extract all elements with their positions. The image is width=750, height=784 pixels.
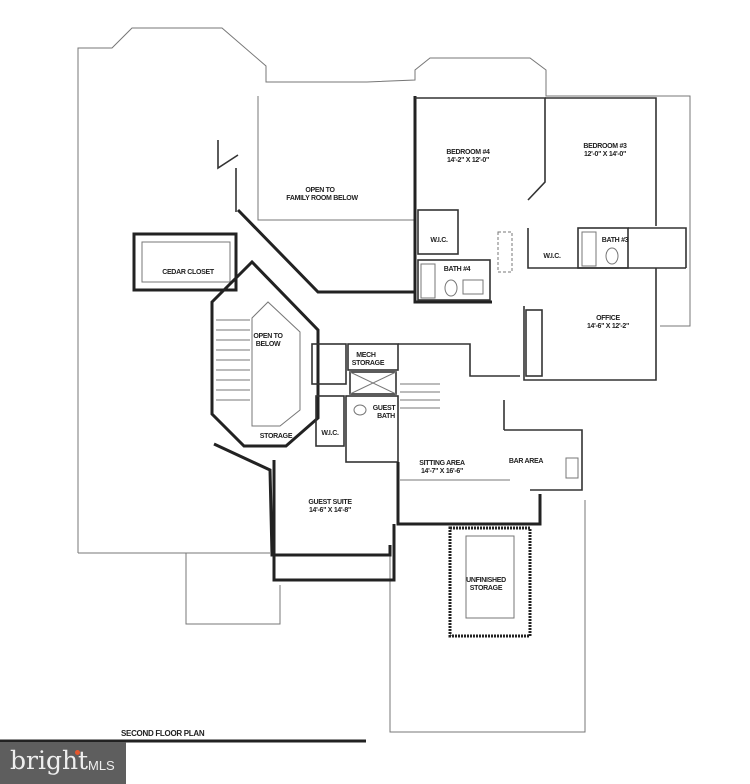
plan-title: SECOND FLOOR PLAN: [121, 729, 205, 738]
bath3-label: BATH #3: [602, 237, 629, 244]
unfinished-storage: [448, 526, 532, 638]
watermark-accent-dot: [75, 750, 80, 755]
guest-suite-name: GUEST SUITE: [308, 499, 352, 506]
wic-bedroom4-label: W.I.C.: [430, 237, 448, 244]
guest-suite-size: 14'-6" X 14'-8": [309, 507, 351, 514]
cedar-closet-label: CEDAR CLOSET: [162, 269, 215, 276]
office: [523, 268, 657, 381]
open-family-label: OPEN TO: [305, 187, 335, 194]
bath4-label: BATH #4: [444, 266, 471, 273]
sitting-area: [396, 400, 583, 526]
open-below-label: OPEN TO: [253, 333, 283, 340]
storage-label: STORAGE: [260, 433, 293, 440]
guest-bath-label: GUEST: [373, 405, 397, 412]
staircase: [210, 259, 392, 557]
office-size: 14'-6" X 12'-2": [587, 323, 629, 330]
cedar-closet: [132, 232, 238, 292]
mech-label: MECH: [356, 352, 376, 359]
wic-bedroom3-label: W.I.C.: [543, 253, 561, 260]
bedroom4-name: BEDROOM #4: [446, 149, 490, 156]
roof-outline: [77, 27, 691, 733]
wic-guest-label: W.I.C.: [321, 430, 339, 437]
guest-bath-label-2: BATH: [377, 413, 395, 420]
bright-mls-watermark: bright MLS: [0, 742, 126, 784]
unfinished-label: UNFINISHED: [466, 577, 506, 584]
bedroom3-size: 12'-0" X 14'-0": [584, 151, 626, 158]
watermark-suffix: MLS: [88, 758, 115, 773]
unfinished-label-2: STORAGE: [470, 585, 503, 592]
sitting-size: 14'-7" X 16'-6": [421, 468, 463, 475]
bedroom4-size: 14'-2" X 12'-0": [447, 157, 489, 164]
mech-guest-bath: [311, 343, 520, 463]
mech-label-2: STORAGE: [352, 360, 385, 367]
sitting-name: SITTING AREA: [419, 460, 465, 467]
office-name: OFFICE: [596, 315, 620, 322]
guest-suite: [272, 460, 396, 582]
bedrooms: [413, 96, 687, 304]
bar-area-label: BAR AREA: [509, 458, 544, 465]
bedroom3-name: BEDROOM #3: [583, 143, 627, 150]
room-labels: BEDROOM #4 14'-2" X 12'-0" BEDROOM #3 12…: [162, 143, 629, 592]
open-family-label-2: FAMILY ROOM BELOW: [286, 195, 358, 202]
open-below-label-2: BELOW: [256, 341, 281, 348]
open-to-family-room: [217, 96, 415, 294]
